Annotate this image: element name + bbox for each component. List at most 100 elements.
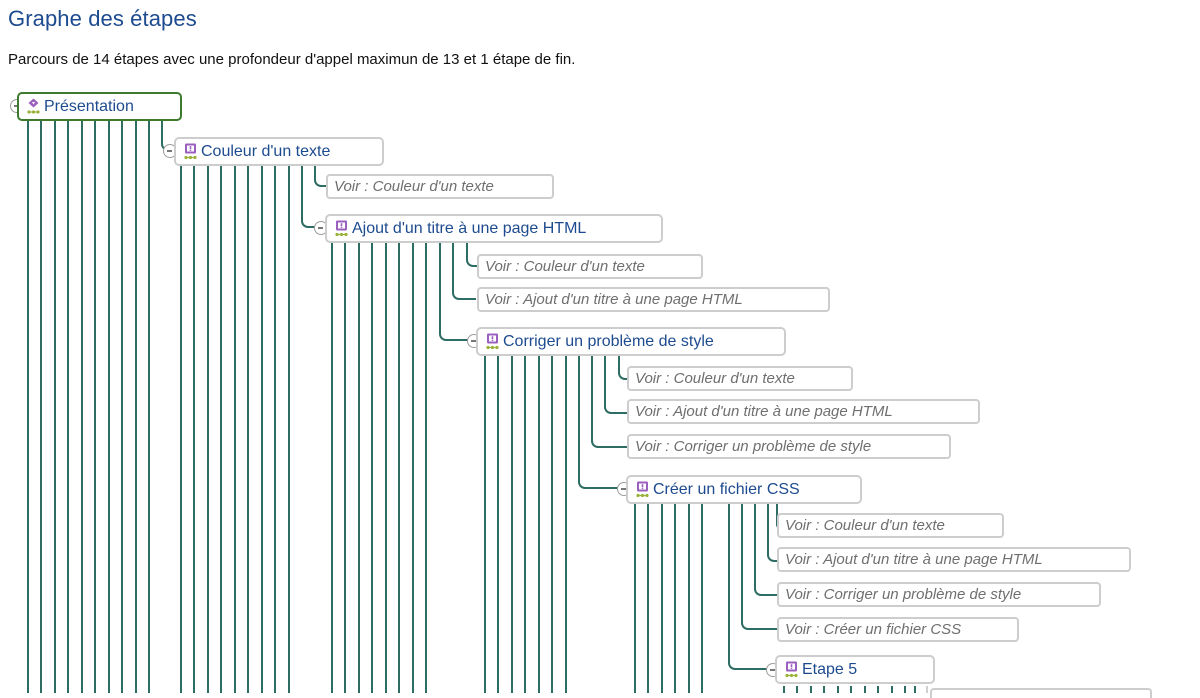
branch-line xyxy=(511,356,513,693)
branch-line xyxy=(647,504,649,693)
branch-line xyxy=(823,686,825,693)
reference-label: Voir : Ajout d'un titre à une page HTML xyxy=(635,403,893,420)
branch-connector xyxy=(301,166,326,228)
branch-line xyxy=(81,121,83,693)
branch-line xyxy=(864,686,866,693)
step-label: Corriger un problème de style xyxy=(503,333,714,350)
branch-connector xyxy=(578,356,629,489)
reference-link[interactable]: Voir : Corriger un problème de style xyxy=(777,582,1101,607)
reference-link[interactable]: Voir : Ajout d'un titre à une page HTML xyxy=(777,547,1131,572)
step-node-etape-5[interactable]: Etape 5 xyxy=(775,655,935,684)
branch-line xyxy=(27,121,29,693)
step-label: Ajout d'un titre à une page HTML xyxy=(352,220,587,237)
branch-line xyxy=(412,243,414,693)
branch-line xyxy=(288,166,290,693)
branch-line xyxy=(148,121,150,693)
page-title: Graphe des étapes xyxy=(8,6,197,31)
branch-line xyxy=(247,166,249,693)
branch-connector xyxy=(767,504,777,562)
branch-line xyxy=(331,243,333,693)
branch-line xyxy=(220,166,222,693)
branch-line xyxy=(497,356,499,693)
branch-connector xyxy=(439,243,477,341)
exercise-step-icon xyxy=(636,481,649,498)
branch-line xyxy=(261,166,263,693)
branch-line xyxy=(837,686,839,693)
reference-label: Voir : Corriger un problème de style xyxy=(785,586,1022,603)
branch-line xyxy=(121,121,123,693)
branch-line xyxy=(524,356,526,693)
branch-line xyxy=(926,686,928,693)
branch-line xyxy=(344,243,346,693)
step-label: Présentation xyxy=(44,98,134,115)
step-label: Couleur d'un texte xyxy=(201,143,331,160)
branch-line xyxy=(54,121,56,693)
step-label: Etape 5 xyxy=(802,661,858,678)
reference-link[interactable]: Voir : Créer un fichier CSS xyxy=(777,617,1019,642)
reference-label: Voir : Couleur d'un texte xyxy=(785,517,945,534)
branch-line xyxy=(538,356,540,693)
partial-reference-link[interactable] xyxy=(930,688,1152,698)
branch-connector xyxy=(466,243,478,267)
reference-link[interactable]: Voir : Couleur d'un texte xyxy=(477,254,703,279)
branch-line xyxy=(398,243,400,693)
reference-link[interactable]: Voir : Couleur d'un texte xyxy=(777,513,1004,538)
branch-line xyxy=(94,121,96,693)
reference-label: Voir : Couleur d'un texte xyxy=(485,258,645,275)
branch-line xyxy=(484,356,486,693)
branch-connector xyxy=(591,356,627,448)
branch-line xyxy=(891,686,893,693)
exercise-step-icon xyxy=(335,220,348,237)
branch-connector xyxy=(618,356,627,380)
reference-link[interactable]: Voir : Ajout d'un titre à une page HTML xyxy=(477,287,830,312)
branch-line xyxy=(877,686,879,693)
branch-line xyxy=(425,243,427,693)
branch-line xyxy=(385,243,387,693)
start-step-icon xyxy=(27,98,40,114)
branch-connector xyxy=(604,356,627,414)
reference-link[interactable]: Voir : Couleur d'un texte xyxy=(627,366,853,391)
reference-link[interactable]: Voir : Couleur d'un texte xyxy=(326,174,554,199)
branch-line xyxy=(274,166,276,693)
branch-line xyxy=(634,504,636,693)
graph-summary: Parcours de 14 étapes avec une profondeu… xyxy=(8,51,576,68)
branch-line xyxy=(551,356,553,693)
branch-connector xyxy=(741,504,777,630)
branch-line xyxy=(796,686,798,693)
branch-line xyxy=(40,121,42,693)
step-node-couleur-texte[interactable]: Couleur d'un texte xyxy=(174,137,384,166)
branch-connector xyxy=(314,166,328,187)
branch-line xyxy=(810,686,812,693)
reference-link[interactable]: Voir : Ajout d'un titre à une page HTML xyxy=(627,399,980,424)
reference-label: Voir : Ajout d'un titre à une page HTML xyxy=(485,291,743,308)
branch-line xyxy=(193,166,195,693)
step-label: Créer un fichier CSS xyxy=(653,481,800,498)
branch-connector xyxy=(754,504,777,596)
step-node-presentation[interactable]: Présentation xyxy=(17,92,182,121)
branch-connector xyxy=(728,504,768,670)
branch-line xyxy=(904,686,906,693)
branch-line xyxy=(180,166,182,693)
branch-line xyxy=(661,504,663,693)
step-node-ajout-titre[interactable]: Ajout d'un titre à une page HTML xyxy=(325,214,663,243)
branch-line xyxy=(701,504,703,693)
step-node-creer-css[interactable]: Créer un fichier CSS xyxy=(626,475,862,504)
reference-link[interactable]: Voir : Corriger un problème de style xyxy=(627,434,951,459)
branch-line xyxy=(565,356,567,693)
exercise-step-icon xyxy=(486,333,499,350)
step-node-corriger-style[interactable]: Corriger un problème de style xyxy=(476,327,786,356)
branch-line xyxy=(207,166,209,693)
branch-line xyxy=(67,121,69,693)
branch-line xyxy=(850,686,852,693)
branch-line xyxy=(135,121,137,693)
branch-connector xyxy=(452,243,476,300)
branch-line xyxy=(914,686,916,693)
branch-line xyxy=(688,504,690,693)
exercise-step-icon xyxy=(785,661,798,678)
reference-label: Voir : Couleur d'un texte xyxy=(635,370,795,387)
reference-label: Voir : Corriger un problème de style xyxy=(635,438,872,455)
branch-line xyxy=(108,121,110,693)
reference-label: Voir : Créer un fichier CSS xyxy=(785,621,962,638)
reference-label: Voir : Ajout d'un titre à une page HTML xyxy=(785,551,1043,568)
